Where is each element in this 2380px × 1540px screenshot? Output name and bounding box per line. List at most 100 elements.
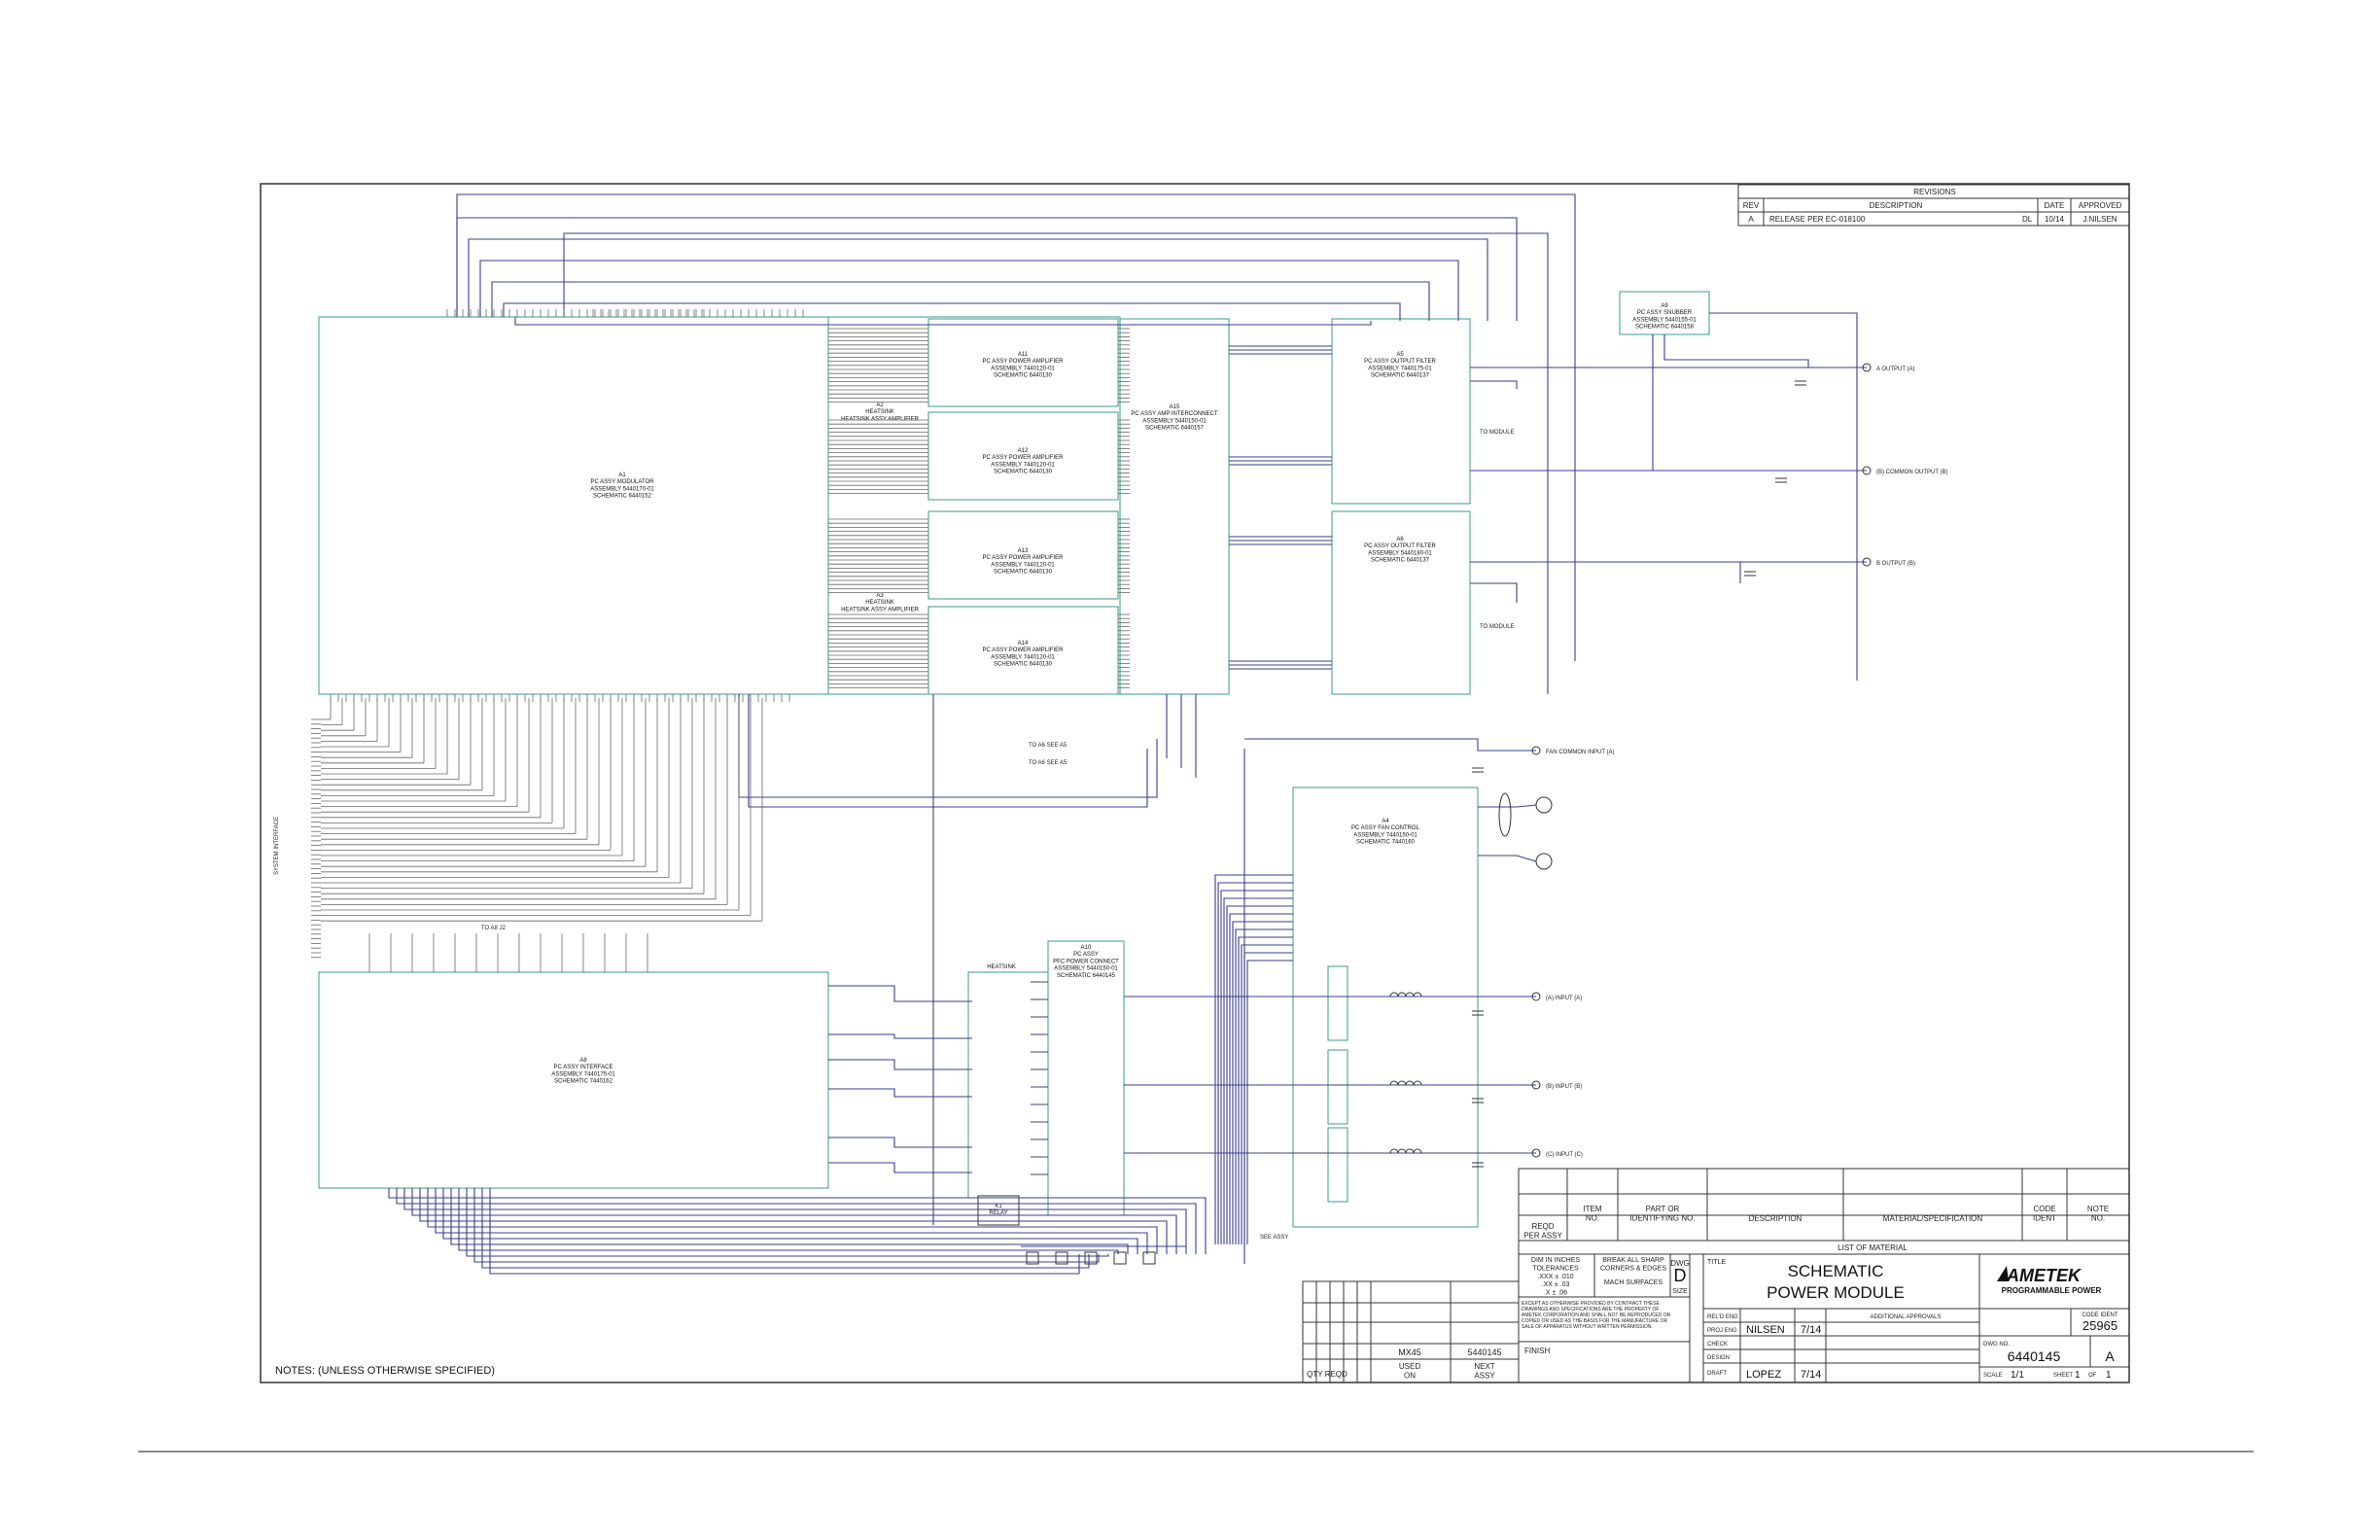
fuse-symbol — [1142, 1251, 1156, 1265]
fan-ctrl-wire — [1232, 921, 1293, 1244]
finish-label: FINISH — [1524, 1347, 1550, 1355]
top-bus-wire — [468, 238, 1488, 321]
fan-wire — [1478, 855, 1537, 862]
next-assy-number: 5440145 — [1467, 1348, 1501, 1357]
terminal-output-b-label: B OUTPUT (B) — [1876, 561, 1915, 567]
amp-board-a13 — [928, 510, 1119, 600]
fan-motor-2 — [1535, 853, 1553, 870]
fan-ctrl-wire — [1246, 960, 1293, 1244]
dwg-no-value: 6440145 — [2008, 1348, 2061, 1364]
bottom-harness-wire — [396, 1188, 1197, 1254]
a8-interface-board — [318, 971, 829, 1189]
module-ribbon-label-1: TO MODULE — [1480, 430, 1515, 436]
bottom-harness-wire — [403, 1188, 1187, 1254]
cable-label: TO A8 J2 — [481, 926, 507, 931]
notes-heading: NOTES: (UNLESS OTHERWISE SPECIFIED) — [275, 1365, 495, 1377]
fan-ctrl-wire — [1226, 905, 1293, 1244]
dwg-rev-value: A — [2105, 1348, 2115, 1364]
input-choke-3 — [1327, 1127, 1348, 1203]
top-bus-wire — [491, 281, 1430, 321]
size-label: SIZE — [1672, 1288, 1688, 1295]
design-label: DESIGN — [1707, 1355, 1730, 1361]
fuse-symbol — [1055, 1251, 1068, 1265]
dwg-no-label: DWG NO. — [1983, 1342, 2010, 1348]
module-ribbon-label-2: TO MODULE — [1480, 624, 1515, 630]
bottom-harness-wire — [435, 1188, 1148, 1254]
company-name: AMETEK — [2006, 1266, 2082, 1285]
top-bus-wire — [479, 260, 1459, 321]
top-bus-wire — [503, 302, 1401, 321]
rectifier-heatsink — [967, 971, 1049, 1199]
a8-output-wire — [828, 1033, 972, 1039]
lom-label: LIST OF MATERIAL — [1838, 1243, 1908, 1252]
reld-eng-label: REL'D ENG — [1707, 1314, 1738, 1320]
qty-reqd-label: QTY REQD — [1307, 1370, 1348, 1379]
dwg-label: DWG — [1670, 1259, 1690, 1268]
a8-output-wire — [828, 1059, 972, 1070]
top-bus-wire — [456, 193, 1576, 661]
filter-wire — [1470, 380, 1518, 389]
snubber-wire — [1709, 312, 1858, 681]
terminal-fan-common — [1531, 746, 1541, 755]
fan-ctrl-wire — [1223, 897, 1293, 1244]
top-bus-wire — [514, 317, 1372, 326]
amp-board-a12 — [928, 411, 1119, 501]
dwg-size: D — [1674, 1266, 1687, 1285]
fan-ctrl-wire — [1229, 913, 1293, 1244]
fan-ctrl-wire — [1241, 944, 1293, 1244]
filter-ribbon-2-label: TO A6 SEE A5 — [1029, 760, 1068, 766]
scale-label: SCALE — [1983, 1373, 2003, 1379]
additional-approvals: ADDITIONAL APPROVALS — [1870, 1314, 1941, 1320]
terminal-input-a-label: (A) INPUT (A) — [1546, 996, 1582, 1001]
draft-name: LOPEZ — [1746, 1369, 1781, 1381]
bottom-harness-wire — [388, 1188, 1207, 1254]
amp-interconnect-board — [1119, 318, 1230, 695]
description-col-header: DESCRIPTION — [1870, 201, 1923, 210]
output-filter-a5 — [1331, 318, 1471, 505]
relay-k1 — [977, 1195, 1020, 1226]
lom-description-header: DESCRIPTION — [1749, 1214, 1802, 1223]
lom-material-header: MATERIAL/SPECIFICATION — [1883, 1214, 1983, 1223]
bottom-harness-wire — [411, 1188, 1177, 1254]
bottom-harness-wire — [427, 1188, 1158, 1254]
terminal-input-a — [1531, 992, 1541, 1001]
revision-letter: A — [1748, 215, 1754, 224]
proj-eng-label: PROJ ENG — [1707, 1328, 1737, 1334]
terminal-common-output-label: (B) COMMON OUTPUT (B) — [1876, 470, 1948, 475]
ribbon-wire — [748, 694, 1148, 808]
a8-output-wire — [828, 1162, 972, 1173]
amp-board-a14 — [928, 606, 1119, 695]
drawing-frame — [260, 183, 2130, 1383]
bottom-harness-wire — [481, 1188, 1090, 1269]
wire-bundle — [388, 193, 1867, 1275]
bottom-harness-wire — [419, 1188, 1168, 1254]
revisions-header: REVISIONS — [1913, 188, 1956, 196]
io-terminals: A OUTPUT (A) (B) COMMON OUTPUT (B) B OUT… — [1531, 363, 1948, 1158]
terminal-input-b-label: (B) INPUT (B) — [1546, 1084, 1582, 1090]
a8-output-wire — [828, 1088, 972, 1098]
rectifier-heatsink-label: HEATSINK — [987, 964, 1016, 970]
bottom-harness-wire — [466, 1188, 1109, 1257]
pin-rows — [311, 309, 1130, 972]
fan-motor-1 — [1535, 796, 1553, 814]
revision-approver: J.NILSEN — [2082, 215, 2117, 224]
fan-ctrl-wire — [1217, 882, 1293, 1244]
proj-eng-date: 7/14 — [1801, 1324, 1821, 1336]
